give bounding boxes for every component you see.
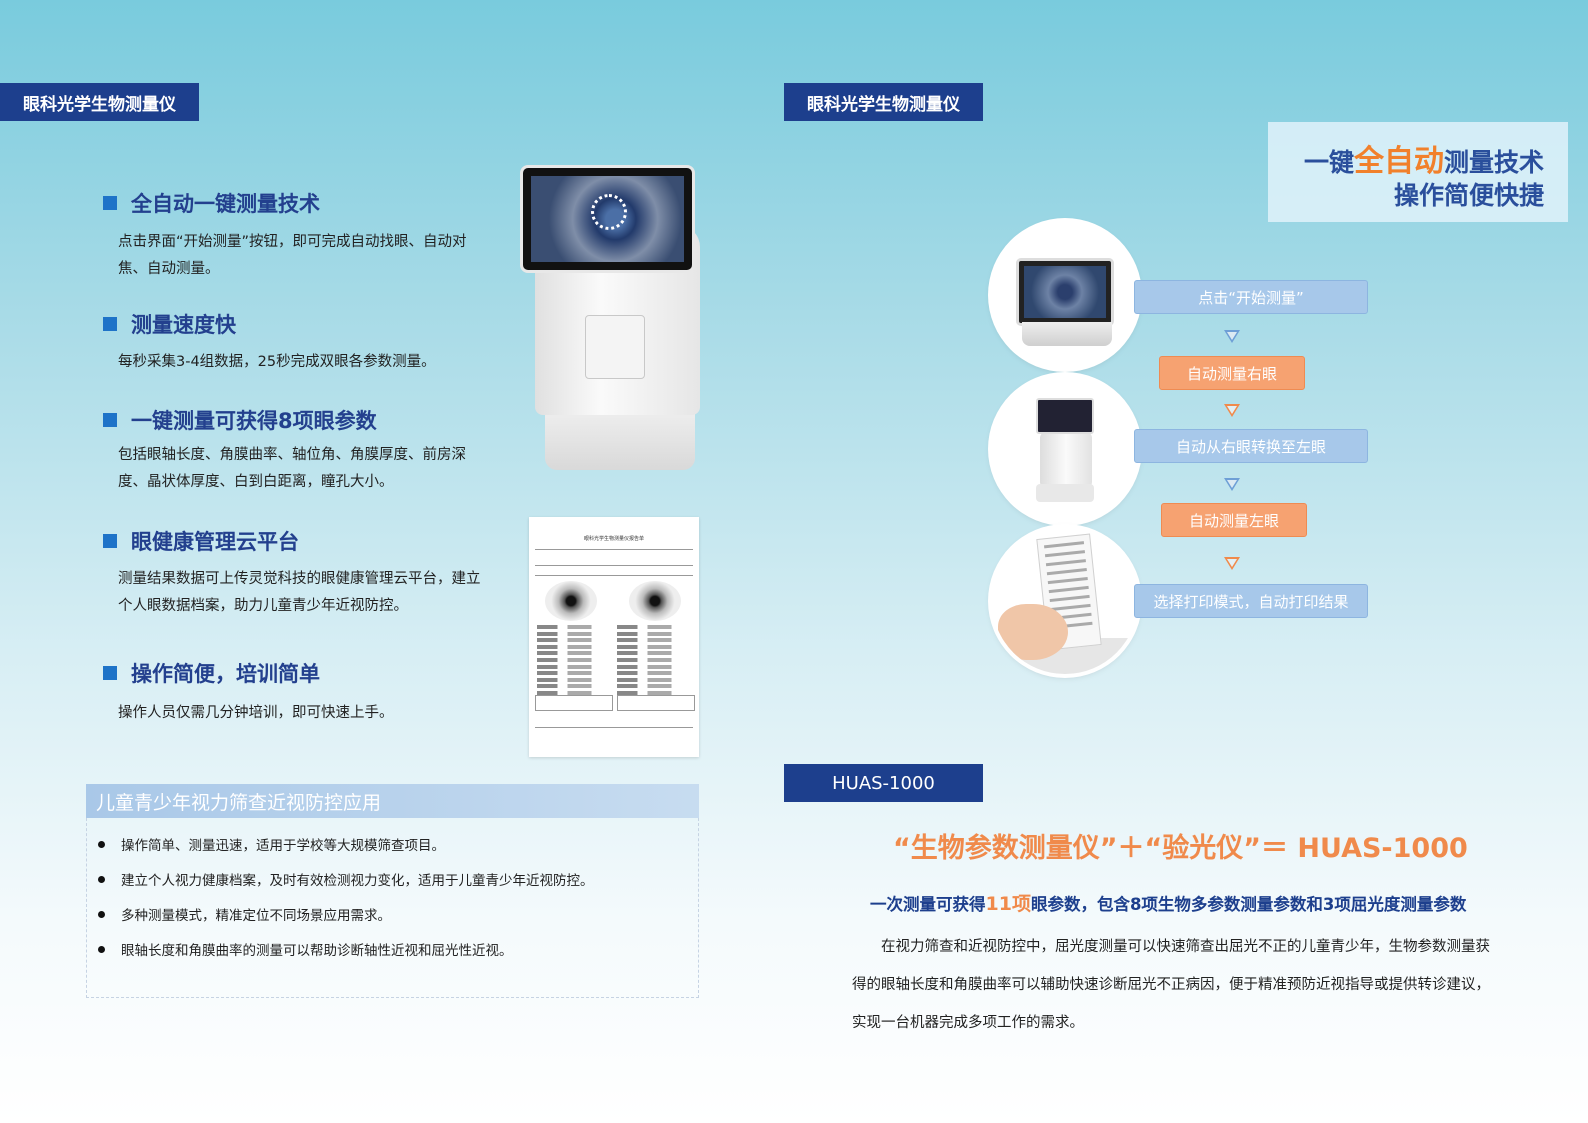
square-bullet-icon: [103, 534, 117, 548]
feature-body-2: 每秒采集3-4组数据，25秒完成双眼各参数测量。: [118, 354, 436, 370]
down-arrow-icon: [1224, 404, 1240, 417]
square-bullet-icon: [103, 413, 117, 427]
application-item: 操作简单、测量迅速，适用于学校等大规模筛查项目。: [98, 834, 445, 854]
slogan-line-1: 一键全自动测量技术: [1303, 144, 1544, 179]
device-screen: [520, 165, 695, 273]
bullet-dot-icon: [98, 840, 105, 848]
device-printer: [585, 315, 645, 379]
slogan-box: [1268, 122, 1568, 222]
feature-title-text: 全自动一键测量技术: [131, 192, 320, 216]
down-arrow-icon: [1224, 330, 1240, 343]
step-switch-eye: 自动从右眼转换至左眼: [1134, 429, 1368, 463]
feature-title-text: 测量速度快: [131, 313, 236, 337]
feature-title-1: 全自动一键测量技术: [103, 188, 320, 218]
feature-body-4: 测量结果数据可上传灵觉科技的眼健康管理云平台，建立个人眼数据档案，助力儿童青少年…: [118, 571, 481, 614]
square-bullet-icon: [103, 196, 117, 210]
feature-title-4: 眼健康管理云平台: [103, 526, 299, 556]
square-bullet-icon: [103, 317, 117, 331]
feature-title-text: 操作简便，培训简单: [131, 662, 320, 686]
step-measure-left-eye: 自动测量左眼: [1161, 503, 1307, 537]
eye-target-icon: [591, 194, 627, 230]
application-item: 多种测量模式，精准定位不同场景应用需求。: [98, 904, 391, 924]
step-image-screen: [992, 222, 1138, 368]
feature-body-3: 包括眼轴长度、角膜曲率、轴位角、角膜厚度、前房深度、晶状体厚度、白到白距离，瞳孔…: [118, 447, 466, 490]
biometer-device-image: [520, 165, 700, 475]
application-item: 建立个人视力健康档案，及时有效检测视力变化，适用于儿童青少年近视防控。: [98, 869, 594, 889]
square-bullet-icon: [103, 666, 117, 680]
step-measure-right-eye: 自动测量右眼: [1159, 356, 1305, 390]
sample-report-image: 眼科光学生物测量仪报告单: [529, 517, 699, 757]
step-image-printout: [992, 528, 1138, 674]
feature-title-2: 测量速度快: [103, 309, 236, 339]
right-eye-image: [545, 581, 597, 621]
feature-title-text: 一键测量可获得8项眼参数: [131, 409, 377, 433]
step-start-measure: 点击“开始测量”: [1134, 280, 1368, 314]
left-eye-image: [629, 581, 681, 621]
feature-body-1: 点击界面“开始测量”按钮，即可完成自动找眼、自动对焦、自动测量。: [118, 234, 467, 277]
summary-line: 一次测量可获得11项眼参数，包含8项生物多参数测量参数和3项屈光度测量参数: [870, 893, 1467, 915]
feature-title-5: 操作简便，培训简单: [103, 658, 320, 688]
model-tag: HUAS-1000: [784, 764, 983, 802]
bullet-dot-icon: [98, 875, 105, 883]
feature-title-text: 眼健康管理云平台: [131, 530, 299, 554]
step-print-result: 选择打印模式，自动打印结果: [1134, 584, 1368, 618]
description-paragraph: 在视力筛查和近视防控中，屈光度测量可以快速筛查出屈光不正的儿童青少年，生物参数测…: [852, 939, 1490, 1031]
slogan-line-2: 操作简便快捷: [1393, 181, 1544, 210]
application-box: [86, 818, 699, 998]
feature-title-3: 一键测量可获得8项眼参数: [103, 405, 377, 435]
formula-heading: “生物参数测量仪”＋“验光仪”＝ HUAS-1000: [893, 833, 1468, 864]
application-item: 眼轴长度和角膜曲率的测量可以帮助诊断轴性近视和屈光性近视。: [98, 939, 513, 959]
step-image-device: [992, 376, 1138, 522]
left-section-tag: 眼科光学生物测量仪: [0, 83, 199, 121]
bullet-dot-icon: [98, 945, 105, 953]
application-heading: 儿童青少年视力筛查近视防控应用: [86, 784, 699, 818]
down-arrow-icon: [1224, 557, 1240, 570]
down-arrow-icon: [1224, 478, 1240, 491]
feature-body-5: 操作人员仅需几分钟培训，即可快速上手。: [118, 705, 394, 721]
right-section-tag: 眼科光学生物测量仪: [784, 83, 983, 121]
bullet-dot-icon: [98, 910, 105, 918]
report-title: 眼科光学生物测量仪报告单: [583, 536, 644, 542]
